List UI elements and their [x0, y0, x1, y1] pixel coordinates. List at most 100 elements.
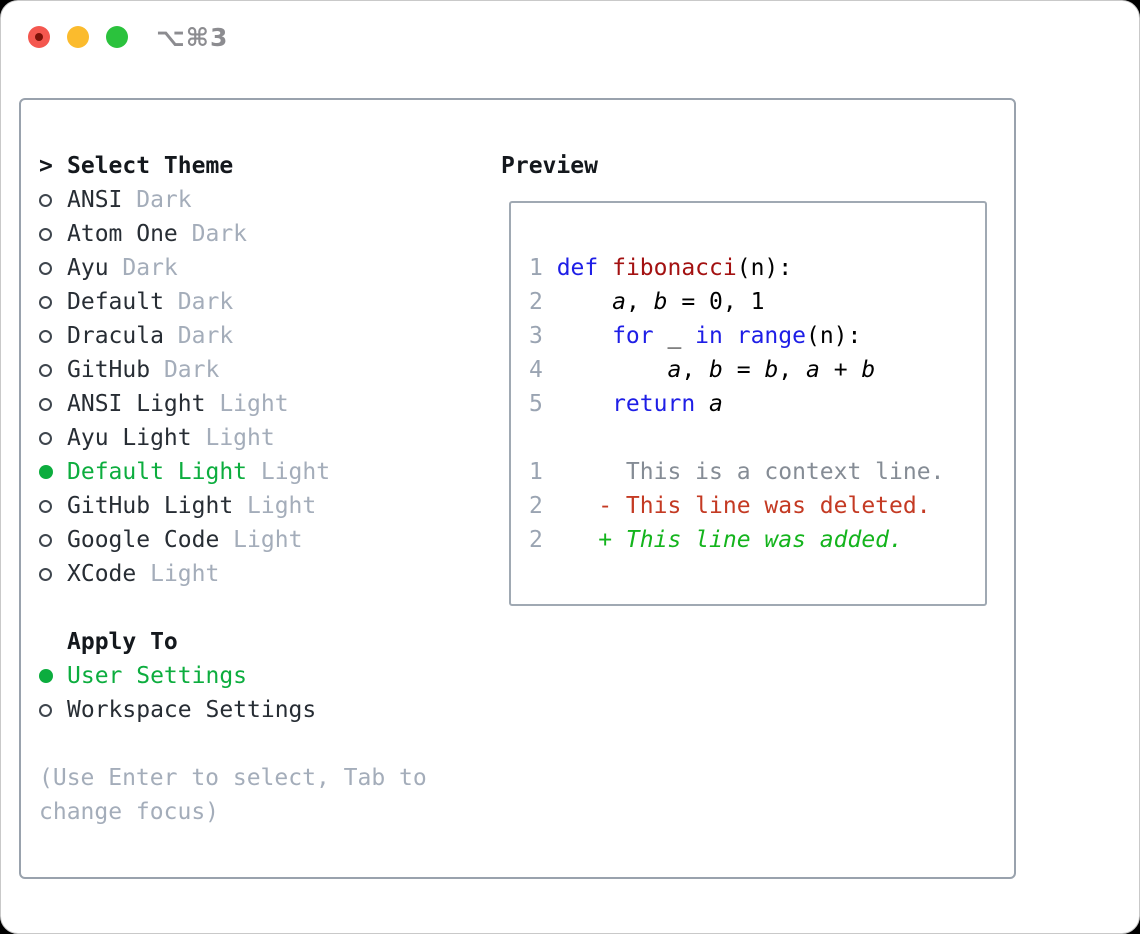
code-segment-plain	[557, 289, 612, 315]
code-line: 2 a, b = 0, 1	[529, 285, 985, 319]
theme-option-ansi[interactable]: ANSI Dark	[39, 183, 427, 217]
option-label: Ayu Light	[67, 425, 192, 451]
radio-icon	[39, 499, 52, 513]
radio-icon	[39, 533, 52, 547]
code-segment-plain: = 0, 1	[667, 289, 765, 315]
code-segment-kw: def	[556, 255, 599, 281]
option-label: Default	[67, 289, 164, 315]
option-label: GitHub Light	[67, 493, 234, 519]
code-segment-var: a	[667, 357, 682, 383]
option-label: Google Code	[67, 527, 220, 553]
radio-icon	[39, 703, 52, 717]
window-title: ⌥⌘3	[156, 22, 229, 52]
theme-variant-label: Dark	[163, 323, 234, 349]
apply-to-title: Apply To	[67, 629, 178, 655]
unsaved-indicator-dot	[35, 33, 43, 41]
theme-option-google-code[interactable]: Google Code Light	[39, 523, 427, 557]
theme-variant-label: Light	[136, 561, 220, 587]
option-label: ANSI Light	[67, 391, 206, 417]
theme-option-atom-one[interactable]: Atom One Dark	[39, 217, 427, 251]
code-line: 2 - This line was deleted.	[529, 489, 985, 523]
theme-option-dracula[interactable]: Dracula Dark	[39, 319, 427, 353]
radio-icon	[39, 261, 52, 275]
code-segment-plain: _	[653, 323, 696, 349]
line-number: 4	[529, 357, 543, 383]
code-segment-var: a	[709, 391, 723, 417]
apply-option-user-settings[interactable]: User Settings	[39, 659, 427, 693]
zoom-button[interactable]	[106, 26, 128, 48]
radio-icon	[39, 329, 52, 343]
theme-variant-label: Dark	[163, 289, 234, 315]
apply-option-workspace-settings[interactable]: Workspace Settings	[39, 693, 427, 727]
option-label: XCode	[67, 561, 137, 587]
spacer	[39, 591, 427, 625]
code-segment-var: b	[861, 357, 876, 383]
theme-variant-label: Dark	[122, 187, 192, 213]
preview-title: Preview	[501, 153, 598, 179]
hint-text-line: change focus)	[39, 799, 220, 825]
theme-variant-label: Light	[247, 459, 331, 485]
code-line: 2 + This line was added.	[529, 523, 985, 557]
theme-variant-label: Dark	[150, 357, 220, 383]
theme-option-github-light[interactable]: GitHub Light Light	[39, 489, 427, 523]
hint-text-line: (Use Enter to select, Tab to	[39, 765, 427, 791]
code-segment-plain	[557, 323, 612, 349]
line-number: 2	[529, 527, 543, 553]
theme-option-default[interactable]: Default Dark	[39, 285, 427, 319]
code-segment-var: a	[806, 357, 820, 383]
option-label: User Settings	[67, 663, 248, 689]
option-label: GitHub	[67, 357, 151, 383]
code-segment-kw: return	[612, 391, 696, 417]
code-segment-ctx: This is a context line.	[556, 459, 945, 485]
option-label: Workspace Settings	[67, 697, 317, 723]
radio-icon	[39, 397, 52, 411]
select-theme-header: > Select Theme	[39, 149, 427, 183]
theme-variant-label: Dark	[108, 255, 178, 281]
code-line: 4 a, b = b, a + b	[529, 353, 985, 387]
code-segment-plain	[598, 255, 612, 281]
line-number: 2	[529, 289, 543, 315]
code-segment-add: + This line was added.	[556, 527, 903, 553]
option-label: Default Light	[67, 459, 248, 485]
radio-icon	[39, 227, 52, 241]
prompt-icon: >	[39, 153, 53, 179]
code-segment-plain: +	[819, 357, 862, 383]
code-line	[529, 421, 985, 455]
theme-option-xcode[interactable]: XCode Light	[39, 557, 427, 591]
close-button[interactable]	[28, 26, 50, 48]
code-line: 3 for _ in range(n):	[529, 319, 985, 353]
theme-variant-label: Light	[191, 425, 275, 451]
code-line: 1 This is a context line.	[529, 455, 985, 489]
theme-variant-label: Light	[219, 527, 303, 553]
line-number: 1	[529, 459, 543, 485]
theme-option-ayu[interactable]: Ayu Dark	[39, 251, 427, 285]
code-segment-var: b	[764, 357, 779, 383]
theme-option-default-light[interactable]: Default Light Light	[39, 455, 427, 489]
radio-icon	[39, 431, 52, 445]
line-number: 5	[529, 391, 543, 417]
code-line: 5 return a	[529, 387, 985, 421]
option-label: Atom One	[67, 221, 178, 247]
apply-to-header: Apply To	[39, 625, 427, 659]
spacer	[39, 727, 427, 761]
title-bar: ⌥⌘3	[1, 1, 1139, 73]
code-segment-plain	[557, 357, 668, 383]
theme-option-github[interactable]: GitHub Dark	[39, 353, 427, 387]
line-number: 2	[529, 493, 543, 519]
code-segment-plain: ,	[778, 357, 806, 383]
radio-icon	[39, 295, 52, 309]
theme-option-ansi-light[interactable]: ANSI Light Light	[39, 387, 427, 421]
theme-variant-label: Dark	[177, 221, 248, 247]
code-segment-fn: fibonacci	[612, 255, 737, 281]
code-segment-plain: (n):	[736, 255, 793, 281]
minimize-button[interactable]	[67, 26, 89, 48]
theme-option-ayu-light[interactable]: Ayu Light Light	[39, 421, 427, 455]
